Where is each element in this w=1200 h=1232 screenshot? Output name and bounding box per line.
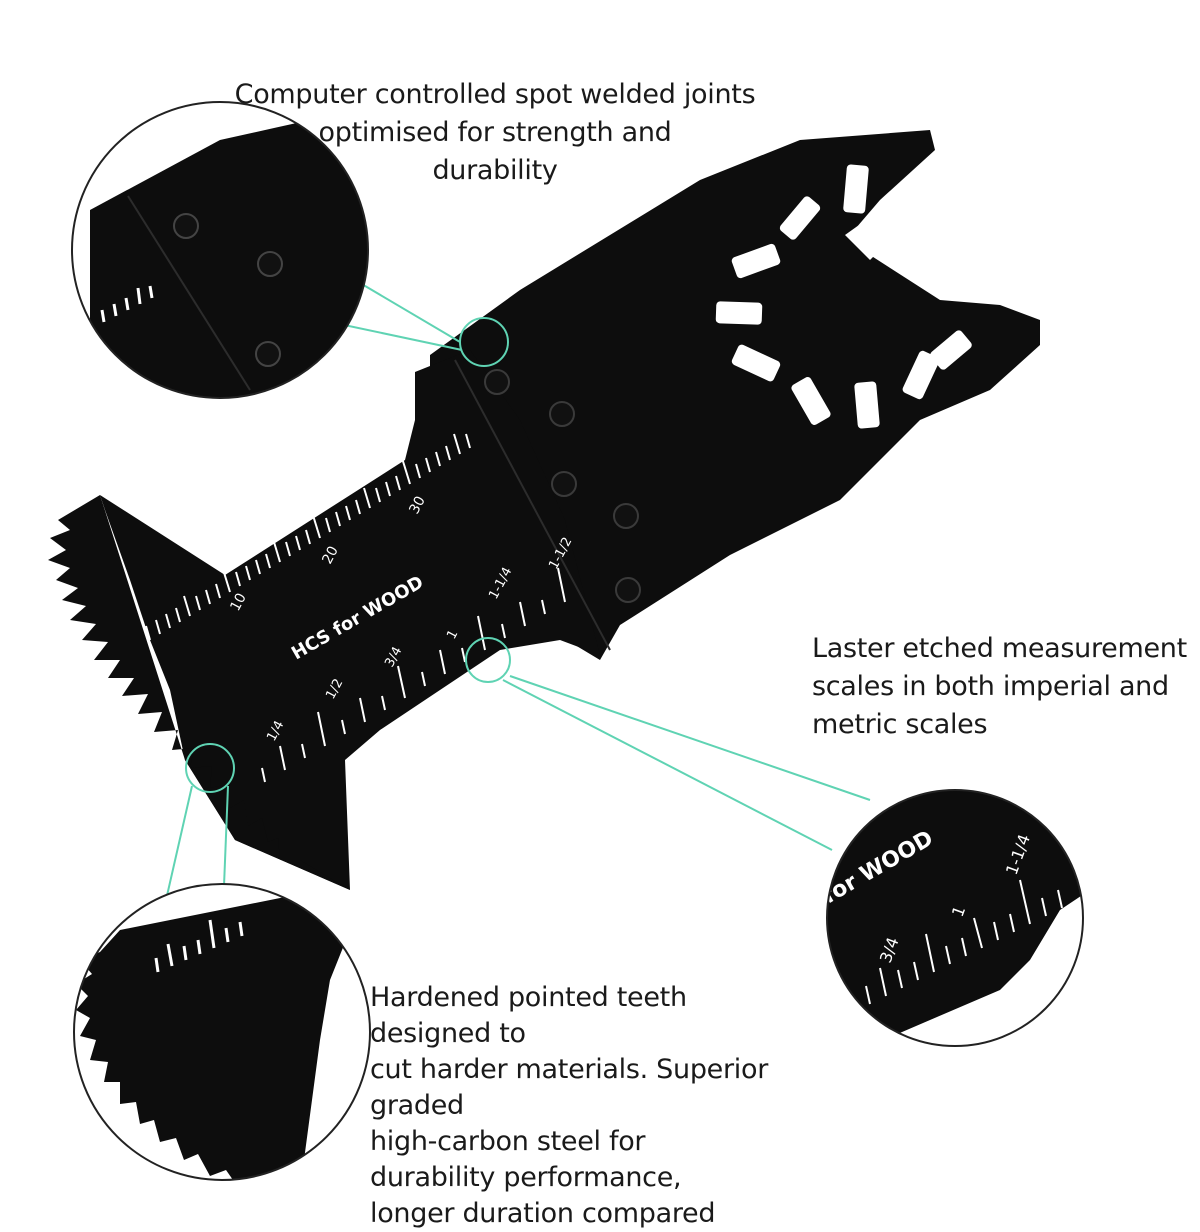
spot-weld xyxy=(549,401,575,427)
zoom-measurement: for WOOD 3/4 1 1-1/4 xyxy=(826,789,1084,1047)
callout-leaders xyxy=(165,269,871,901)
imperial-scale xyxy=(261,567,566,783)
star-mount-cutouts xyxy=(715,164,972,429)
metric-scale xyxy=(145,433,471,641)
blade-ruler-body xyxy=(100,350,600,890)
product-illustration: 10 20 30 HCS for WOOD 1/4 1/2 3/4 1 1-1/… xyxy=(48,101,1084,1181)
marker-measurement xyxy=(465,637,511,683)
blade-mount-head xyxy=(430,130,1040,660)
weld-seam xyxy=(454,359,611,651)
blade-teeth-edge xyxy=(48,495,350,890)
callout-spot-weld-text: Computer controlled spot welded joints o… xyxy=(234,79,756,186)
zoom-teeth xyxy=(73,883,371,1181)
saw-blade: 10 20 30 HCS for WOOD 1/4 1/2 3/4 1 1-1/… xyxy=(48,130,1040,890)
metric-label: 30 xyxy=(406,494,428,517)
spot-weld xyxy=(615,577,641,603)
metric-label: 10 xyxy=(227,591,249,614)
callout-teeth-text: Hardened pointed teeth designed to cut h… xyxy=(370,982,768,1229)
spot-weld xyxy=(613,503,639,529)
zoom-spot-weld xyxy=(71,101,369,399)
callout-measurement-text: Laster etched measurement scales in both… xyxy=(812,633,1187,740)
metric-labels: 10 20 30 xyxy=(227,494,428,614)
spot-weld xyxy=(551,471,577,497)
spot-weld xyxy=(484,369,510,395)
marker-teeth xyxy=(185,743,235,793)
metric-label: 20 xyxy=(319,544,341,567)
